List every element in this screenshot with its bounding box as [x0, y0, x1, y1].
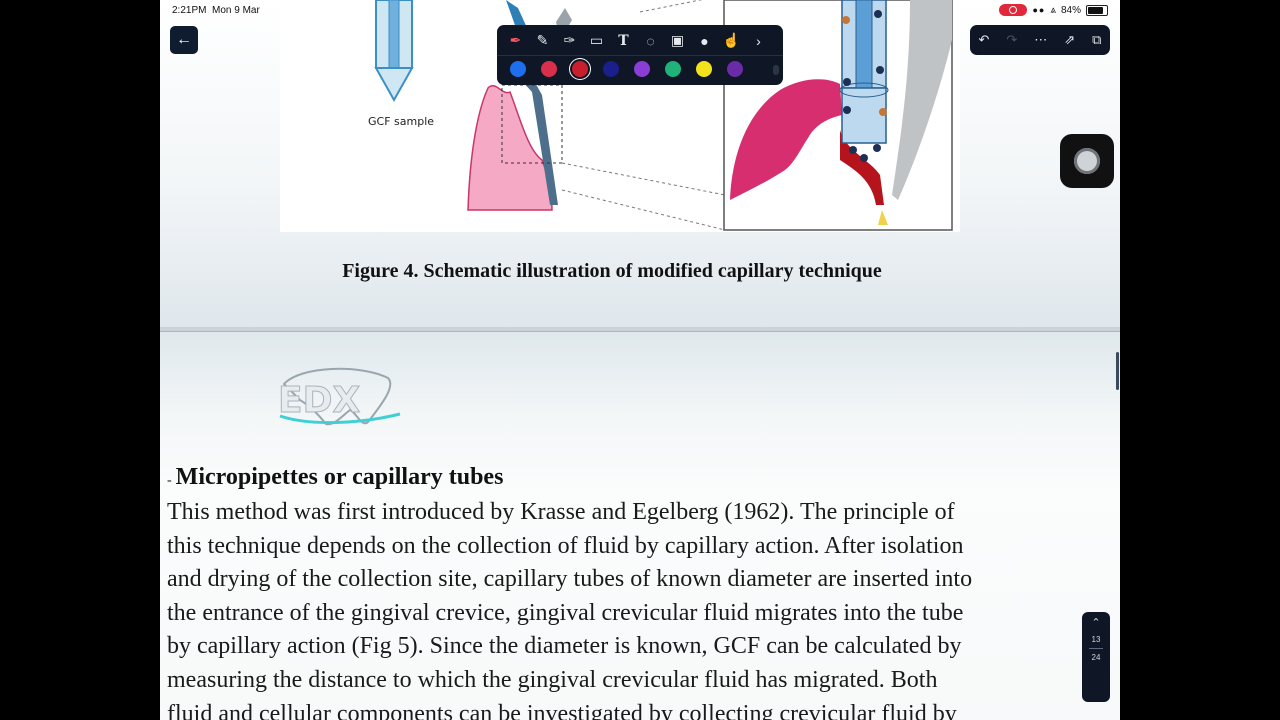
section-body: This method was first introduced by Kras… [167, 496, 1117, 720]
page-divider-line [1089, 648, 1103, 649]
wifi-icon: ⩓ [1050, 4, 1056, 16]
copy-icon[interactable]: ⧉ [1092, 32, 1102, 47]
image-icon[interactable]: ▣ [670, 32, 685, 48]
total-pages: 24 [1091, 653, 1101, 662]
tool-row: ✒ ✎ ✑ ▭ T ◌ ▣ ● ☝ › [505, 30, 769, 51]
arrow-left-icon: ← [176, 31, 192, 48]
body-line: this technique depends on the collection… [167, 532, 964, 559]
color-swatch-navy[interactable] [603, 61, 619, 77]
section-heading: -Micropipettes or capillary tubes [167, 464, 503, 491]
assistive-touch-icon [1074, 148, 1100, 174]
logo-text: EDX [278, 380, 360, 421]
microphone-icon[interactable]: ● [700, 32, 709, 49]
battery-icon [1086, 4, 1108, 16]
figure-caption: Figure 4. Schematic illustration of modi… [342, 260, 882, 282]
body-line: fluid and cellular components can be inv… [167, 700, 957, 720]
body-line: by capillary action (Fig 5). Since the d… [167, 633, 962, 660]
chevron-right-icon[interactable]: › [756, 32, 761, 49]
color-swatch-green[interactable] [665, 61, 681, 77]
text-icon[interactable]: T [618, 32, 629, 49]
heading-text: Micropipettes or capillary tubes [175, 464, 504, 490]
current-page: 13 [1091, 635, 1101, 644]
ipad-screen: GCF sample [160, 0, 1120, 720]
page-divider [160, 327, 1120, 332]
gcf-sample-label: GCF sample [368, 115, 434, 128]
color-swatch-blue[interactable] [510, 61, 526, 77]
battery-percent: 84% [1060, 4, 1081, 16]
touch-icon[interactable]: ☝ [722, 32, 741, 48]
back-button[interactable]: ← [170, 26, 198, 54]
chevron-up-icon[interactable]: ⌃ [1091, 617, 1101, 629]
toolbar-separator [497, 55, 783, 56]
color-swatch-yellow[interactable] [696, 61, 712, 77]
toolbar-scroll-handle[interactable] [773, 65, 779, 75]
body-line: and drying of the collection site, capil… [167, 566, 973, 593]
pen-icon[interactable]: ✒ [509, 32, 522, 48]
color-row [510, 61, 743, 77]
page-text: EDX -Micropipettes or capillary tubes Th… [160, 332, 1120, 720]
status-time: 2:21PM Mon 9 Mar [172, 5, 260, 16]
highlighter-icon[interactable]: ✑ [563, 32, 576, 48]
color-swatch-violet[interactable] [727, 61, 743, 77]
assistive-touch-button[interactable] [1060, 134, 1114, 188]
signal-dots-icon: ●● [1032, 5, 1046, 15]
undo-icon[interactable]: ↶ [978, 32, 990, 47]
body-line: This method was first introduced by Kras… [167, 499, 955, 525]
export-icon[interactable]: ⇗ [1064, 32, 1076, 47]
document-actions: ↶ ↷ ⋯ ⇗ ⧉ [970, 25, 1110, 55]
color-swatch-pink[interactable] [541, 61, 557, 77]
redo-icon[interactable]: ↷ [1006, 32, 1018, 47]
color-swatch-red[interactable] [572, 61, 588, 77]
status-bar: 2:21PM Mon 9 Mar ●● ⩓ 84% [160, 0, 1120, 22]
status-right: ●● ⩓ 84% [999, 4, 1108, 16]
record-indicator-icon [999, 4, 1028, 16]
scrollbar[interactable] [1116, 352, 1119, 390]
eraser-icon[interactable]: ▭ [589, 32, 604, 48]
body-line: measuring the distance to which the ging… [167, 666, 938, 693]
color-swatch-purple[interactable] [634, 61, 650, 77]
edx-logo: EDX [270, 364, 410, 439]
heading-dash: - [167, 473, 172, 488]
more-icon[interactable]: ⋯ [1034, 32, 1048, 47]
body-line: the entrance of the gingival crevice, gi… [167, 599, 964, 626]
drawing-toolbar: ✒ ✎ ✑ ▭ T ◌ ▣ ● ☝ › [497, 25, 783, 85]
pencil-icon[interactable]: ✎ [536, 32, 549, 48]
lasso-icon[interactable]: ◌ [646, 32, 655, 49]
page-navigator[interactable]: ⌃ 13 24 [1082, 612, 1110, 702]
